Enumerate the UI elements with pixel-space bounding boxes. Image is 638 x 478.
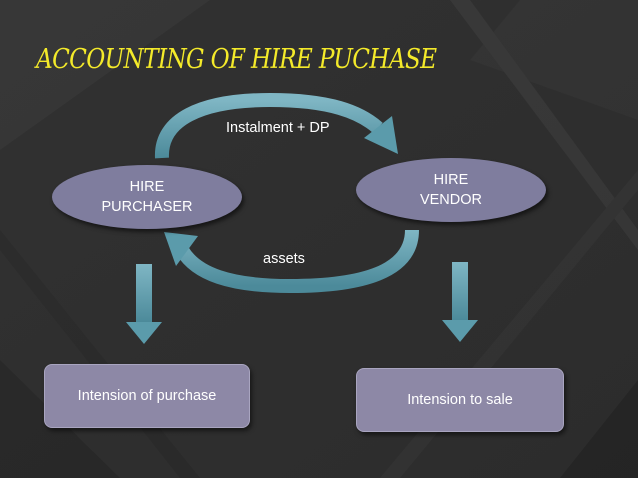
edge-label-instalment: Instalment + DP [226,120,330,136]
intension-of-purchase-box: Intension of purchase [44,364,250,428]
curved-arrow-top [154,92,398,159]
down-arrow-right [442,262,478,342]
hire-purchaser-node: HIRE PURCHASER [52,165,242,229]
down-arrow-left [126,264,162,344]
page-title: ACCOUNTING OF HIRE PUCHASE [36,44,437,75]
edge-label-assets: assets [263,251,305,267]
intension-to-sale-box: Intension to sale [356,368,564,432]
hire-vendor-node: HIRE VENDOR [356,158,546,222]
curved-arrow-bottom [164,229,419,294]
